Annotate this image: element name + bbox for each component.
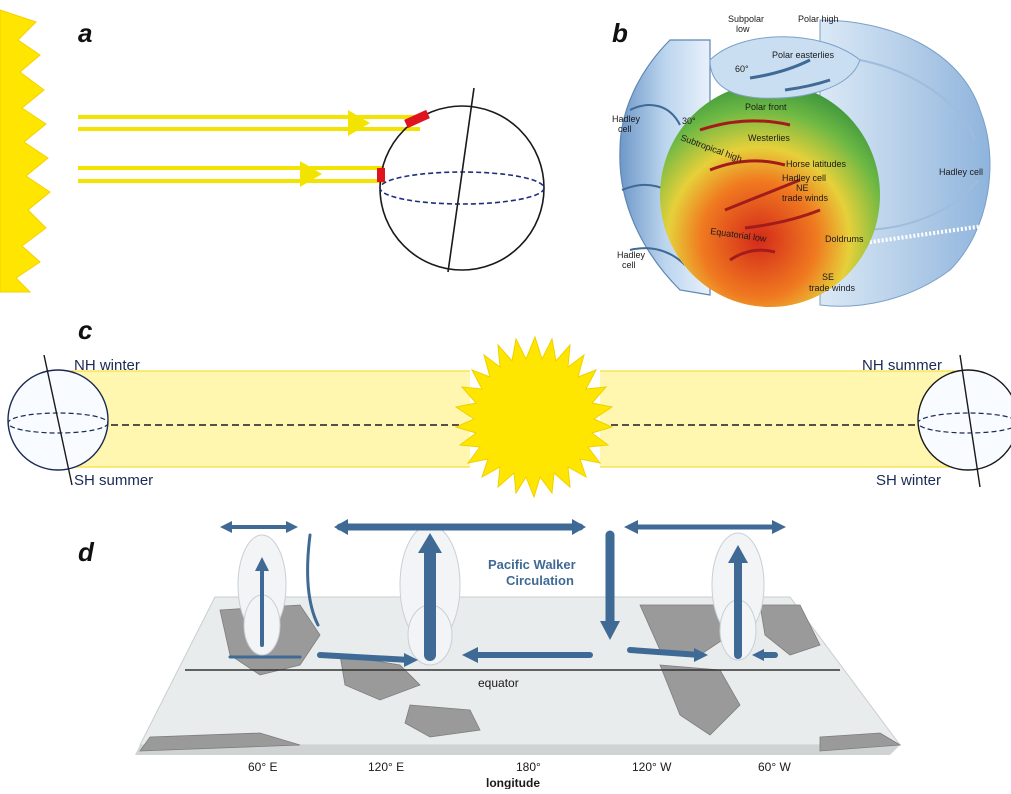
wind-arrows — [699, 119, 821, 262]
svg-text:cell: cell — [618, 124, 632, 134]
polar-arrows — [749, 58, 831, 92]
svg-text:Horse latitudes: Horse latitudes — [786, 159, 847, 169]
svg-text:Hadley: Hadley — [612, 114, 641, 124]
label-sh-winter: SH winter — [876, 472, 941, 489]
earth-sphere — [660, 83, 880, 307]
panel-d: d equator — [0, 505, 1011, 790]
svg-text:60°: 60° — [735, 64, 749, 74]
panel-a-letter: a — [78, 18, 93, 48]
svg-text:Polar high: Polar high — [798, 14, 839, 24]
sun-shape-c — [454, 335, 614, 499]
walker-title-1: Pacific Walker — [488, 557, 576, 572]
svg-text:low: low — [736, 24, 750, 34]
beam-right — [600, 371, 960, 467]
svg-text:Polar easterlies: Polar easterlies — [772, 50, 835, 60]
equator-label: equator — [478, 676, 519, 690]
highlight-high-lat — [404, 109, 430, 129]
svg-text:Hadley cell: Hadley cell — [782, 173, 826, 183]
svg-text:Doldrums: Doldrums — [825, 234, 864, 244]
svg-text:trade winds: trade winds — [782, 193, 829, 203]
globe-right — [917, 369, 1011, 471]
tick-120e: 120° E — [368, 760, 404, 774]
axis-a — [447, 87, 475, 273]
panel-c-letter: c — [78, 315, 93, 345]
panel-a: a — [0, 0, 560, 300]
map-plane-lower — [135, 745, 900, 755]
svg-text:Hadley cell: Hadley cell — [939, 167, 983, 177]
insolation-diagram — [0, 9, 545, 293]
globe-right-equator — [917, 412, 1011, 434]
longitude-axis-label: longitude — [486, 776, 540, 789]
svg-text:cell: cell — [622, 260, 636, 270]
walker-title-2: Circulation — [506, 573, 574, 588]
svg-text:Westerlies: Westerlies — [748, 133, 790, 143]
tick-120w: 120° W — [632, 760, 672, 774]
ray-pair-lower — [78, 166, 384, 183]
arrowheads — [220, 519, 786, 667]
tick-180: 180° — [516, 760, 541, 774]
walker-cells — [226, 523, 783, 663]
svg-text:Hadley: Hadley — [617, 250, 646, 260]
globe-left-axis — [43, 354, 73, 486]
sun-shape-a — [0, 9, 51, 293]
svg-text:NE: NE — [796, 183, 809, 193]
panel-c: c NH winter SH summer NH summer SH winte… — [0, 315, 1011, 505]
svg-text:Polar front: Polar front — [745, 102, 787, 112]
label-sh-summer: SH summer — [74, 472, 153, 489]
ray-arrowhead-upper — [348, 110, 370, 136]
svg-text:Subpolar: Subpolar — [728, 14, 764, 24]
beam-edges — [60, 370, 960, 468]
general-circulation-globe: Subpolar low Polar high Polar easterlies… — [612, 14, 991, 307]
panel-b-letter: b — [612, 18, 628, 48]
tick-60w: 60° W — [758, 760, 791, 774]
svg-text:SE: SE — [822, 272, 834, 282]
walker-circulation-diagram: equator — [135, 519, 902, 790]
panel-b: b — [560, 0, 1011, 315]
longitude-ticks: 60° E 120° E 180° 120° W 60° W — [248, 760, 791, 774]
ray-pair-upper — [78, 115, 420, 131]
seasons-diagram: NH winter SH summer NH summer SH winter — [7, 335, 1011, 499]
panel-d-letter: d — [78, 537, 94, 567]
globe-right-axis — [959, 354, 981, 488]
svg-text:trade winds: trade winds — [809, 283, 856, 293]
label-nh-summer: NH summer — [862, 357, 942, 374]
beam-left — [60, 371, 470, 467]
svg-text:30°: 30° — [682, 116, 696, 126]
globe-left-equator — [7, 412, 109, 434]
tick-60e: 60° E — [248, 760, 277, 774]
ray-arrowhead-lower — [300, 161, 322, 187]
label-nh-winter: NH winter — [74, 357, 140, 374]
